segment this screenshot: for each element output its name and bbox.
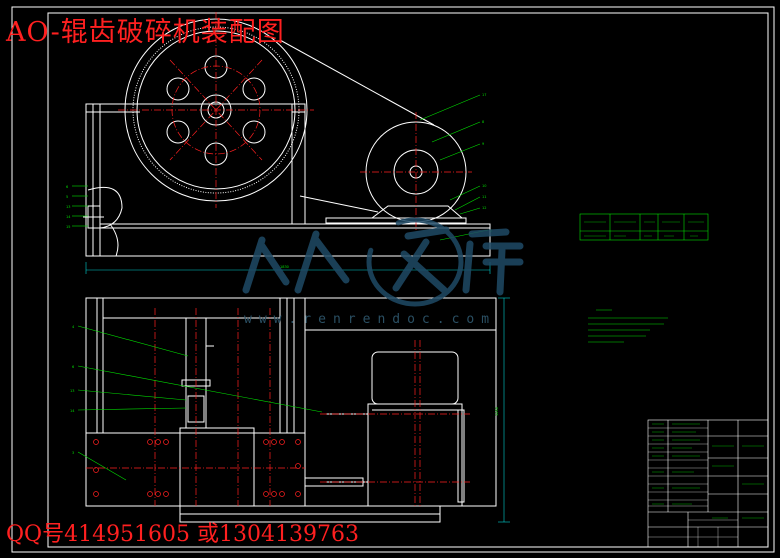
front-view-leaders bbox=[72, 94, 489, 241]
svg-text:9: 9 bbox=[482, 142, 484, 146]
flywheel-spoke-hole bbox=[242, 77, 266, 101]
svg-text:4: 4 bbox=[72, 325, 75, 329]
tech-parameter-table-lines bbox=[584, 221, 704, 237]
drive-belt-lower bbox=[299, 195, 379, 213]
front-view-centerlines bbox=[118, 12, 472, 230]
base-skid bbox=[179, 505, 441, 515]
svg-text:5: 5 bbox=[66, 195, 68, 199]
svg-text:13: 13 bbox=[66, 205, 70, 209]
sheet-inner-border bbox=[47, 12, 769, 548]
svg-text:6: 6 bbox=[66, 185, 68, 189]
drive-belt-upper bbox=[279, 39, 435, 126]
watermark-logo bbox=[242, 217, 524, 307]
top-view-leaders bbox=[77, 325, 323, 481]
svg-text:1250: 1250 bbox=[495, 407, 499, 416]
top-left-rail bbox=[85, 297, 104, 434]
title-block-entries bbox=[652, 423, 764, 519]
svg-text:11: 11 bbox=[482, 195, 486, 199]
flywheel-spoke-hole bbox=[242, 120, 266, 144]
feed-inlet bbox=[87, 186, 123, 229]
drawing-title-overlay: AO-辊齿破碎机装配图 bbox=[6, 17, 285, 48]
svg-text:8: 8 bbox=[482, 120, 484, 124]
top-view-part-numbers: 4 6 13 14 3 bbox=[70, 325, 75, 455]
top-height-dimension bbox=[498, 297, 510, 523]
tech-requirements bbox=[588, 309, 668, 343]
contact-overlay: QQ号414951605 或1304139763 bbox=[6, 522, 360, 547]
front-view-part-numbers: 17 8 9 10 11 12 2 6 5 13 14 15 bbox=[66, 93, 492, 233]
svg-text:10: 10 bbox=[482, 184, 486, 188]
flywheel-spoke-hole bbox=[166, 77, 190, 101]
svg-text:1830: 1830 bbox=[280, 265, 289, 269]
flywheel-spoke-hole bbox=[166, 120, 190, 144]
tech-parameter-table bbox=[579, 213, 709, 241]
sheet-outer-border bbox=[11, 6, 775, 553]
top-view bbox=[85, 297, 497, 523]
svg-text:12: 12 bbox=[482, 206, 486, 210]
top-view-outline bbox=[85, 297, 497, 507]
title-block-rows bbox=[648, 427, 738, 547]
svg-text:15: 15 bbox=[66, 225, 70, 229]
svg-text:17: 17 bbox=[482, 93, 486, 97]
left-bearing-block bbox=[85, 432, 181, 507]
svg-text:14: 14 bbox=[66, 215, 71, 219]
watermark-url: www.renrendoc.com bbox=[244, 312, 497, 327]
center-block bbox=[179, 427, 255, 507]
svg-text:13: 13 bbox=[70, 389, 74, 393]
svg-text:14: 14 bbox=[70, 409, 75, 413]
svg-text:3: 3 bbox=[72, 451, 74, 455]
title-block bbox=[647, 419, 769, 548]
top-view-centerlines bbox=[86, 308, 470, 506]
svg-text:6: 6 bbox=[72, 365, 74, 369]
top-view-bolts bbox=[93, 439, 301, 497]
